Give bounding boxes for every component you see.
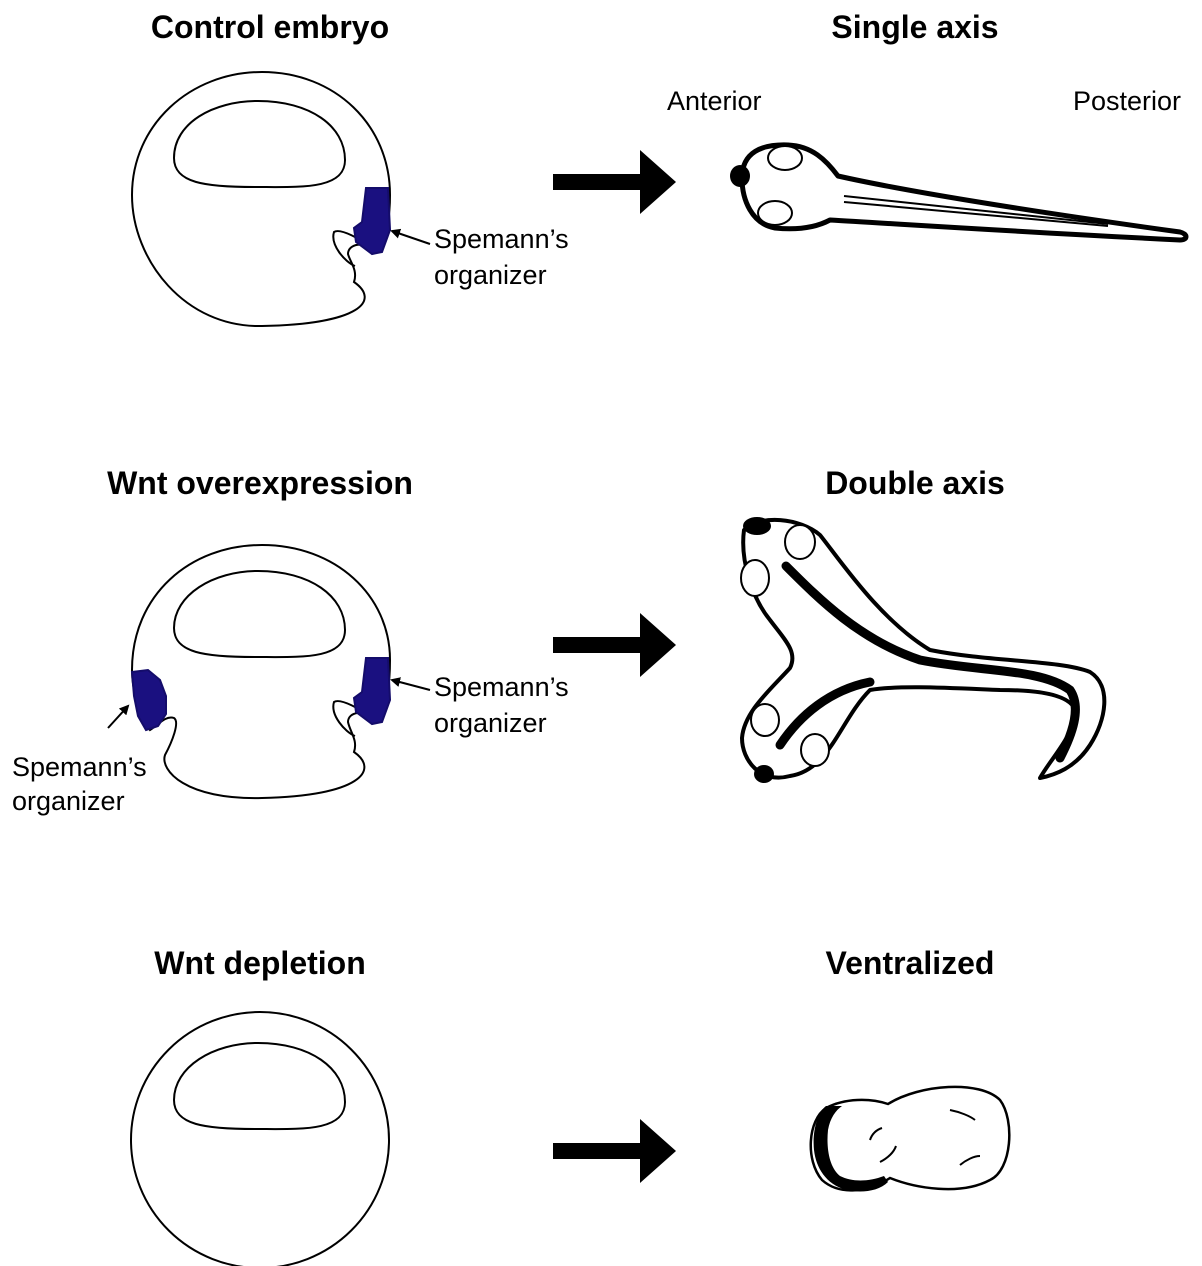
ventralized-title: Ventralized <box>826 945 995 981</box>
control-embryo <box>132 72 390 326</box>
cement-gland-1 <box>743 517 771 535</box>
eye-bottom <box>758 201 792 225</box>
single-axis-title: Single axis <box>831 9 998 45</box>
spemann-organizer-left <box>132 670 166 730</box>
result-arrow-3 <box>553 1119 676 1183</box>
embryo-outline <box>132 72 390 326</box>
blastocoel <box>174 101 345 187</box>
wnt-overexpression-embryo <box>132 545 390 798</box>
anterior-label: Anterior <box>667 86 762 116</box>
ventralized-body <box>811 1087 1010 1191</box>
notochord-lower <box>780 682 870 745</box>
wnt-overexpression-title: Wnt overexpression <box>107 465 413 501</box>
organizer-right-label-line2: organizer <box>434 708 547 738</box>
embryo-outline <box>131 1012 389 1266</box>
control-embryo-title: Control embryo <box>151 9 389 45</box>
result-arrow-1 <box>553 150 676 214</box>
tadpole-single-axis <box>730 145 1186 240</box>
cement-gland <box>730 165 750 187</box>
spemann-organizer-region <box>354 188 390 254</box>
tadpole-body <box>742 145 1186 240</box>
wnt-depletion-title: Wnt depletion <box>154 945 366 981</box>
blastocoel <box>174 571 345 657</box>
cement-gland-2 <box>754 765 774 783</box>
organizer-pointer-arrow-left <box>108 706 128 728</box>
ventralized-embryo <box>811 1087 1010 1192</box>
organizer-right-label-line1: Spemann’s <box>434 672 569 702</box>
organizer-left-label-line1: Spemann’s <box>12 752 147 782</box>
eye-4 <box>801 734 829 766</box>
eye-2 <box>741 560 769 596</box>
double-axis-title: Double axis <box>825 465 1005 501</box>
blastocoel <box>174 1043 345 1129</box>
eye-3 <box>751 704 779 736</box>
organizer-label-line2: organizer <box>434 260 547 290</box>
tadpole-double-axis <box>741 517 1104 783</box>
wnt-depletion-embryo <box>131 1012 389 1266</box>
organizer-pointer-arrow-right <box>392 680 430 690</box>
organizer-label-line1: Spemann’s <box>434 224 569 254</box>
embryo-outline <box>132 545 390 798</box>
organizer-pointer-arrow <box>392 231 430 244</box>
result-arrow-2 <box>553 613 676 677</box>
spemann-organizer-right <box>354 658 390 724</box>
posterior-label: Posterior <box>1073 86 1181 116</box>
eye-1 <box>785 525 815 559</box>
organizer-left-label-line2: organizer <box>12 786 125 816</box>
eye-top <box>768 146 802 170</box>
